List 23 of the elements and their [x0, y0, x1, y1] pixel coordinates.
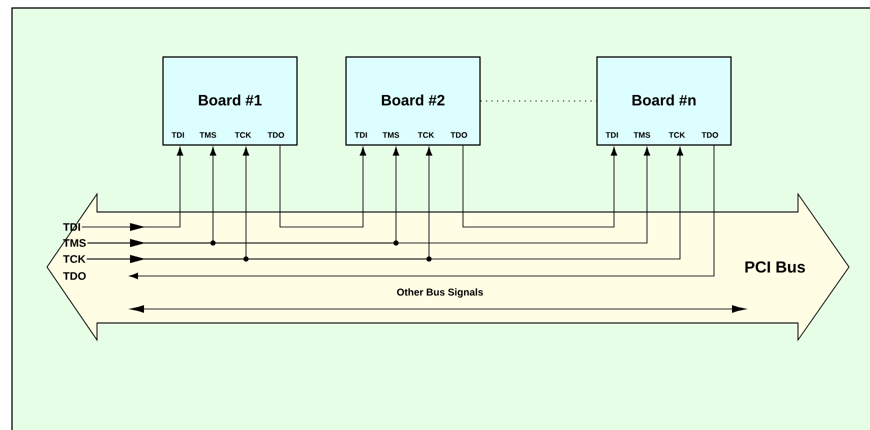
pin-label: TCK	[418, 132, 434, 138]
pin-label: TCK	[234, 132, 252, 138]
pin-label: TMS	[634, 132, 650, 138]
signal-line	[82, 146, 184, 231]
bus-label: Other Bus Signals	[397, 288, 483, 298]
signal-label: TDO	[63, 272, 86, 280]
pin-label: TCK	[668, 132, 686, 138]
signal-line	[280, 145, 366, 228]
pin-label: TDI	[606, 132, 618, 138]
pin-label: TDI	[354, 132, 367, 138]
signal-line	[129, 145, 714, 280]
signal-line	[462, 145, 618, 228]
pin-label: TMS	[382, 132, 400, 138]
pin-label: TDO	[268, 132, 284, 138]
signal-label: TCK	[63, 255, 86, 263]
pin-label: TDI	[172, 132, 184, 138]
pin-label: TMS	[200, 132, 216, 138]
signal-line	[86, 146, 684, 263]
pin-label: TDO	[450, 132, 468, 138]
signal-line	[87, 146, 650, 247]
pin-label: TDO	[702, 132, 718, 138]
dotted-line	[480, 100, 597, 102]
signal-label: TMS	[63, 239, 86, 247]
